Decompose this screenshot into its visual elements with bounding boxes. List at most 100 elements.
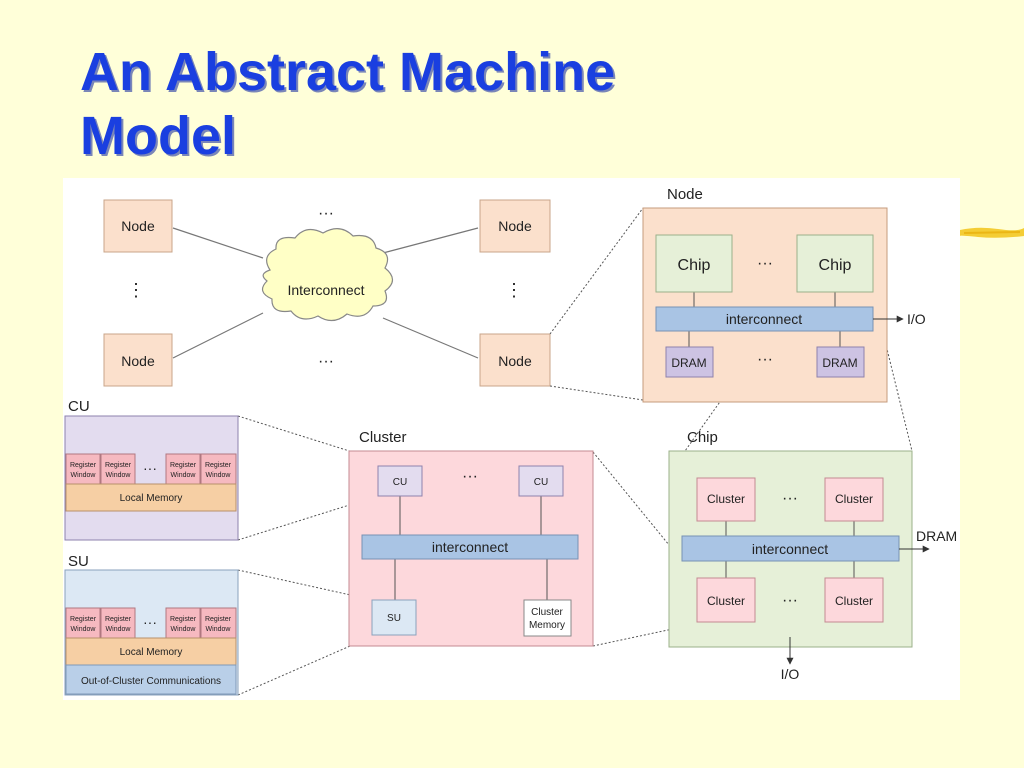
local-memory-label: Local Memory: [120, 647, 183, 658]
window-label: Window: [206, 472, 232, 479]
node-label: Node: [498, 353, 532, 369]
vertical-ellipsis-left: ⋮: [127, 280, 145, 300]
ellipsis: ···: [782, 490, 798, 507]
chip-cluster-top-right: Cluster: [824, 477, 884, 522]
slide-title-line-2: Model: [80, 106, 236, 166]
local-memory-label: Local Memory: [120, 493, 183, 504]
interconnect-cloud-label: Interconnect: [287, 282, 364, 298]
cu-detail: CU Register Window Register Window ··· R…: [64, 398, 239, 541]
window-label: Window: [106, 626, 132, 633]
cluster-cu-1: CU: [377, 465, 423, 497]
node-chip-1: Chip: [655, 234, 733, 293]
slide-title-line-1: An Abstract Machine: [80, 42, 616, 102]
ellipsis-bottom: ···: [318, 353, 334, 370]
window-label: Window: [171, 626, 197, 633]
system-node-bottom-left: Node: [103, 333, 173, 387]
cluster-memory-label-line-2: Memory: [529, 620, 565, 631]
node-interconnect-bar: interconnect: [655, 306, 874, 332]
node-label: Node: [498, 218, 532, 234]
cluster-cu-2: CU: [518, 465, 564, 497]
su-detail: SU Register Window Register Window ··· R…: [64, 553, 239, 696]
node-dram-2: DRAM: [816, 346, 865, 378]
cu-local-memory: Local Memory: [65, 483, 237, 512]
chip-label: Chip: [678, 257, 711, 274]
communications-label: Out-of-Cluster Communications: [81, 676, 221, 687]
su-register-window-3: Register Window: [165, 607, 201, 639]
cluster-memory: Cluster Memory: [523, 599, 572, 637]
node-chip-2: Chip: [796, 234, 874, 293]
node-label: Node: [121, 353, 155, 369]
system-view: Interconnect Node Node Node Node ··· ···…: [103, 199, 551, 387]
cu-register-window-2: Register Window: [100, 453, 136, 485]
ellipsis-top: ···: [318, 205, 334, 222]
chip-detail-heading: Chip: [687, 429, 718, 446]
node-io-label: I/O: [907, 311, 926, 327]
su-register-window-4: Register Window: [200, 607, 237, 639]
cluster-label: Cluster: [707, 594, 745, 608]
diagram-canvas: Interconnect Node Node Node Node ··· ···…: [64, 186, 957, 696]
cluster-label: Cluster: [835, 594, 873, 608]
abstract-machine-diagram: Interconnect Node Node Node Node ··· ···…: [63, 178, 960, 700]
register-label: Register: [105, 462, 132, 469]
chip-io-label: I/O: [781, 666, 800, 682]
node-label: Node: [121, 218, 155, 234]
cu-detail-heading: CU: [68, 398, 90, 415]
system-node-bottom-right: Node: [479, 333, 551, 387]
su-label: SU: [387, 613, 401, 624]
register-label: Register: [170, 462, 197, 469]
dram-label: DRAM: [671, 356, 706, 370]
ellipsis: ···: [462, 468, 478, 485]
ellipsis: ···: [782, 592, 798, 609]
su-out-of-cluster-communications: Out-of-Cluster Communications: [65, 664, 237, 695]
window-label: Window: [71, 472, 97, 479]
cu-label: CU: [534, 477, 548, 488]
highlighter-stroke-decoration: [959, 227, 1024, 238]
window-label: Window: [206, 626, 232, 633]
register-label: Register: [205, 616, 232, 623]
register-label: Register: [70, 462, 97, 469]
chip-cluster-top-left: Cluster: [696, 477, 756, 522]
window-label: Window: [71, 626, 97, 633]
chip-interconnect-bar: interconnect: [681, 535, 900, 562]
interconnect-cloud: [261, 228, 394, 322]
chip-cluster-bottom-left: Cluster: [696, 577, 756, 623]
window-label: Window: [106, 472, 132, 479]
chip-dram-label: DRAM: [916, 528, 957, 544]
cluster-detail: Cluster CU CU ··· interconnect SU Cluste…: [348, 429, 594, 647]
su-detail-heading: SU: [68, 553, 89, 570]
ellipsis: ···: [143, 460, 157, 476]
system-node-top-left: Node: [103, 199, 173, 253]
cluster-label: Cluster: [707, 492, 745, 506]
cu-register-window-1: Register Window: [65, 453, 101, 485]
ellipsis: ···: [143, 614, 157, 630]
ellipsis: ···: [757, 351, 773, 368]
cluster-memory-label-line-1: Cluster: [531, 607, 563, 618]
cu-register-window-4: Register Window: [200, 453, 237, 485]
dram-label: DRAM: [822, 356, 857, 370]
system-node-top-right: Node: [479, 199, 551, 253]
su-register-window-1: Register Window: [65, 607, 101, 639]
register-label: Register: [170, 616, 197, 623]
slide-title: An Abstract Machine Model: [80, 40, 880, 168]
cluster-detail-heading: Cluster: [359, 429, 407, 446]
cu-register-window-3: Register Window: [165, 453, 201, 485]
cluster-su: SU: [371, 599, 417, 636]
interconnect-label: interconnect: [752, 541, 828, 557]
register-label: Register: [105, 616, 132, 623]
window-label: Window: [171, 472, 197, 479]
chip-detail: Chip Cluster Cluster Cluster Cluster ···…: [668, 429, 957, 682]
register-label: Register: [205, 462, 232, 469]
su-local-memory: Local Memory: [65, 637, 237, 666]
cluster-interconnect-bar: interconnect: [361, 534, 579, 560]
interconnect-label: interconnect: [432, 539, 508, 555]
ellipsis: ···: [757, 255, 773, 272]
chip-cluster-bottom-right: Cluster: [824, 577, 884, 623]
cu-label: CU: [393, 477, 407, 488]
cluster-label: Cluster: [835, 492, 873, 506]
interconnect-label: interconnect: [726, 311, 802, 327]
su-register-window-2: Register Window: [100, 607, 136, 639]
register-label: Register: [70, 616, 97, 623]
node-detail: Node Chip Chip ··· interconnect I/O DRAM…: [642, 186, 926, 403]
node-dram-1: DRAM: [665, 346, 714, 378]
vertical-ellipsis-right: ⋮: [505, 280, 523, 300]
